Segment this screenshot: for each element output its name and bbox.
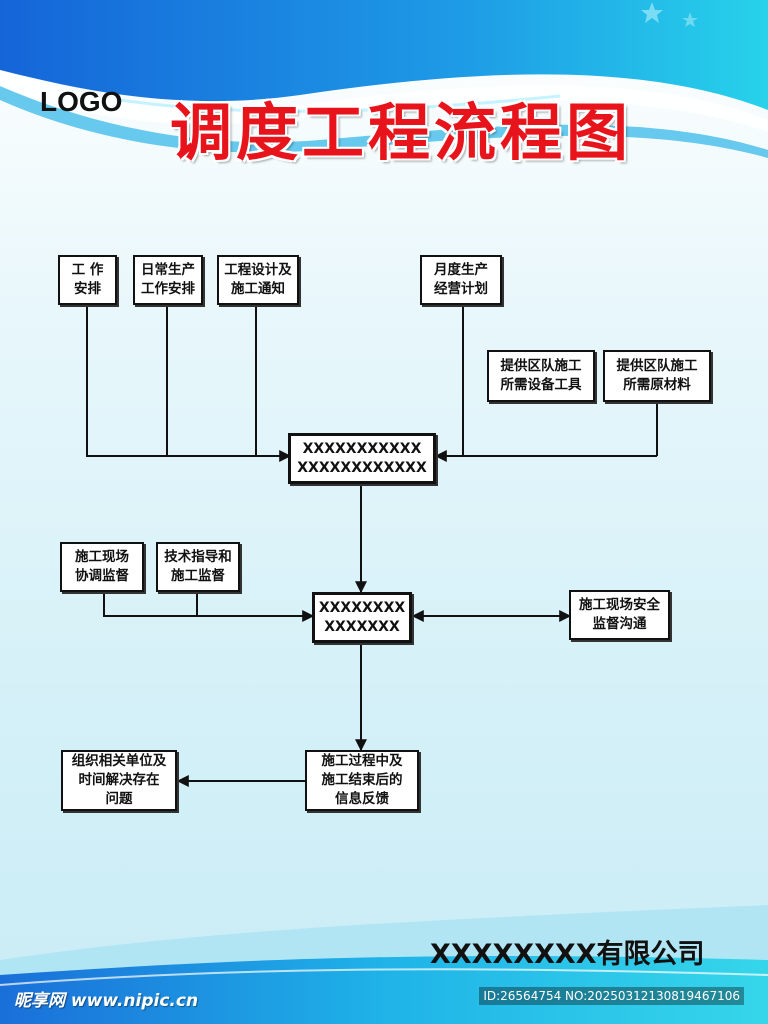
node-materials: 提供区队施工 所需原材料 [603, 350, 711, 402]
node-center-mid: XXXXXXXX XXXXXXX [312, 592, 412, 643]
node-daily-production: 日常生产 工作安排 [133, 255, 203, 305]
node-site-coord: 施工现场 协调监督 [60, 542, 144, 592]
node-monthly-plan: 月度生产 经营计划 [420, 255, 502, 305]
watermark: 昵享网 www.nipic.cn [14, 991, 199, 1011]
image-id-label: ID:26564754 NO:20250312130819467106 [479, 987, 744, 1005]
node-work-arrange: 工 作 安排 [58, 255, 117, 305]
node-equipment: 提供区队施工 所需设备工具 [487, 350, 595, 402]
page-title: 调度工程流程图 [170, 96, 633, 169]
node-org-solve: 组织相关单位及 时间解决存在 问题 [61, 750, 177, 811]
logo: LOGO [40, 86, 123, 117]
company-name: XXXXXXXX有限公司 [430, 939, 705, 970]
node-feedback: 施工过程中及 施工结束后的 信息反馈 [305, 750, 419, 811]
node-safety: 施工现场安全 监督沟通 [569, 590, 670, 640]
node-tech-guide: 技术指导和 施工监督 [156, 542, 240, 592]
node-eng-design: 工程设计及 施工通知 [217, 255, 299, 305]
node-center-top: XXXXXXXXXXX XXXXXXXXXXXX [288, 433, 436, 484]
